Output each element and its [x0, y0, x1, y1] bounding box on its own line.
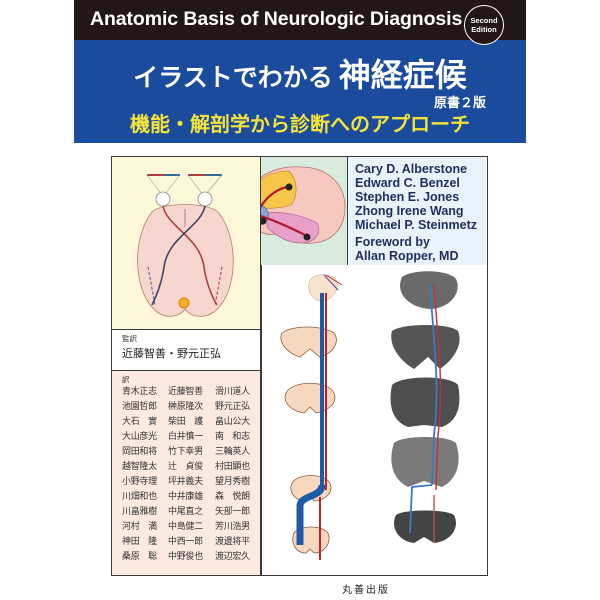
supervisors-names: 近藤智善・野元正弘: [122, 347, 221, 360]
author-name: Stephen E. Jones: [355, 190, 460, 204]
edition-badge-line1: Second: [470, 16, 498, 25]
author-name: Edward C. Benzel: [355, 176, 460, 190]
foreword-label: Foreword by: [355, 235, 431, 249]
translator-name: 近藤智善: [168, 387, 203, 397]
corticospinal-illustration: [280, 271, 460, 560]
supervisors-panel: 監訳 近藤智善・野元正弘: [112, 330, 261, 371]
japanese-title-main: 神経症候: [338, 57, 467, 93]
translator-name: 三輪英人: [215, 447, 250, 457]
author-name: Cary D. Alberstone: [355, 162, 468, 176]
japanese-subtitle: 機能・解剖学から診断へのアプローチ: [130, 114, 470, 136]
translator-name: 大山彦光: [122, 432, 157, 442]
book-cover: Anatomic Basis of Neurologic Diagnosis S…: [74, 0, 526, 600]
brain-lateral-illustration: [261, 166, 346, 244]
japanese-edition: 原書２版: [433, 95, 486, 110]
supervisors-label: 監訳: [122, 334, 137, 343]
translator-name: 川畠雅樹: [122, 507, 157, 517]
translator-name: 畠山公大: [215, 417, 250, 427]
translators-panel: 訳 青木正志 近藤智善 滑川道人 池園哲郎 榊原隆次 野元正弘 大石 實 柴田 …: [112, 371, 261, 575]
brain-lateral-panel: [261, 157, 348, 266]
foreword-author: Allan Ropper, MD: [355, 249, 459, 263]
edition-badge-line2: Edition: [471, 25, 497, 34]
translator-name: 柴田 護: [168, 417, 203, 427]
translator-name: 岡田和将: [122, 447, 157, 457]
translator-name: 中西一郎: [168, 537, 203, 547]
translator-name: 中野俊也: [168, 552, 203, 562]
translator-name: 南 和志: [215, 432, 250, 442]
japanese-title-band: イラストでわかる神経症候 原書２版 機能・解剖学から診断へのアプローチ: [74, 40, 526, 143]
translator-name: 小野寺理: [122, 477, 157, 487]
translator-name: 河村 満: [122, 522, 157, 532]
content-frame: Cary D. Alberstone Edward C. Benzel Step…: [111, 156, 488, 576]
corticospinal-mri-panel: [261, 265, 487, 575]
edition-badge: Second Edition: [464, 5, 504, 45]
translator-name: 渡辺宏久: [215, 552, 250, 562]
translator-name: 中島健二: [168, 522, 203, 532]
translator-name: 大石 實: [122, 417, 157, 427]
translator-name: 中尾直之: [168, 507, 203, 517]
english-title-band: Anatomic Basis of Neurologic Diagnosis: [74, 0, 526, 40]
translator-name: 青木正志: [122, 387, 157, 397]
translator-name: 白井慎一: [168, 432, 203, 442]
japanese-title: イラストでわかる神経症候: [74, 50, 526, 96]
translator-name: 神田 隆: [122, 537, 157, 547]
translator-name: 竹下幸男: [168, 447, 203, 457]
translator-name: 越智隆太: [122, 462, 157, 472]
translators-list: 青木正志 近藤智善 滑川道人 池園哲郎 榊原隆次 野元正弘 大石 實 柴田 護 …: [122, 385, 260, 565]
visual-pathway-illustration: [137, 174, 234, 317]
translator-name: 芳川浩男: [215, 522, 250, 532]
authors-panel: Cary D. Alberstone Edward C. Benzel Step…: [348, 157, 486, 266]
publisher-name: 丸善出版: [342, 585, 390, 596]
translator-name: 滑川道人: [215, 387, 250, 397]
translator-name: 榊原隆次: [168, 402, 203, 412]
japanese-title-lead: イラストでわかる: [133, 64, 333, 92]
translators-label: 訳: [122, 375, 130, 384]
translator-name: 坪井義夫: [168, 477, 203, 487]
translator-name: 川畑和也: [122, 492, 157, 502]
author-name: Zhong Irene Wang: [355, 204, 464, 218]
translator-name: 渡邊将平: [215, 537, 250, 547]
translator-name: 辻 貞俊: [168, 462, 203, 472]
translator-name: 中井康雄: [168, 492, 203, 502]
english-title: Anatomic Basis of Neurologic Diagnosis: [90, 8, 463, 30]
translator-name: 望月秀樹: [215, 477, 250, 487]
translator-name: 池園哲郎: [122, 402, 157, 412]
visual-pathway-panel: [112, 157, 261, 330]
author-name: Michael P. Steinmetz: [355, 218, 478, 232]
translator-name: 矢部一郎: [215, 507, 250, 517]
translator-name: 村田顕也: [215, 462, 250, 472]
translator-name: 桑原 聡: [122, 552, 157, 562]
translator-name: 野元正弘: [215, 402, 250, 412]
translator-name: 森 悦朗: [215, 492, 250, 502]
